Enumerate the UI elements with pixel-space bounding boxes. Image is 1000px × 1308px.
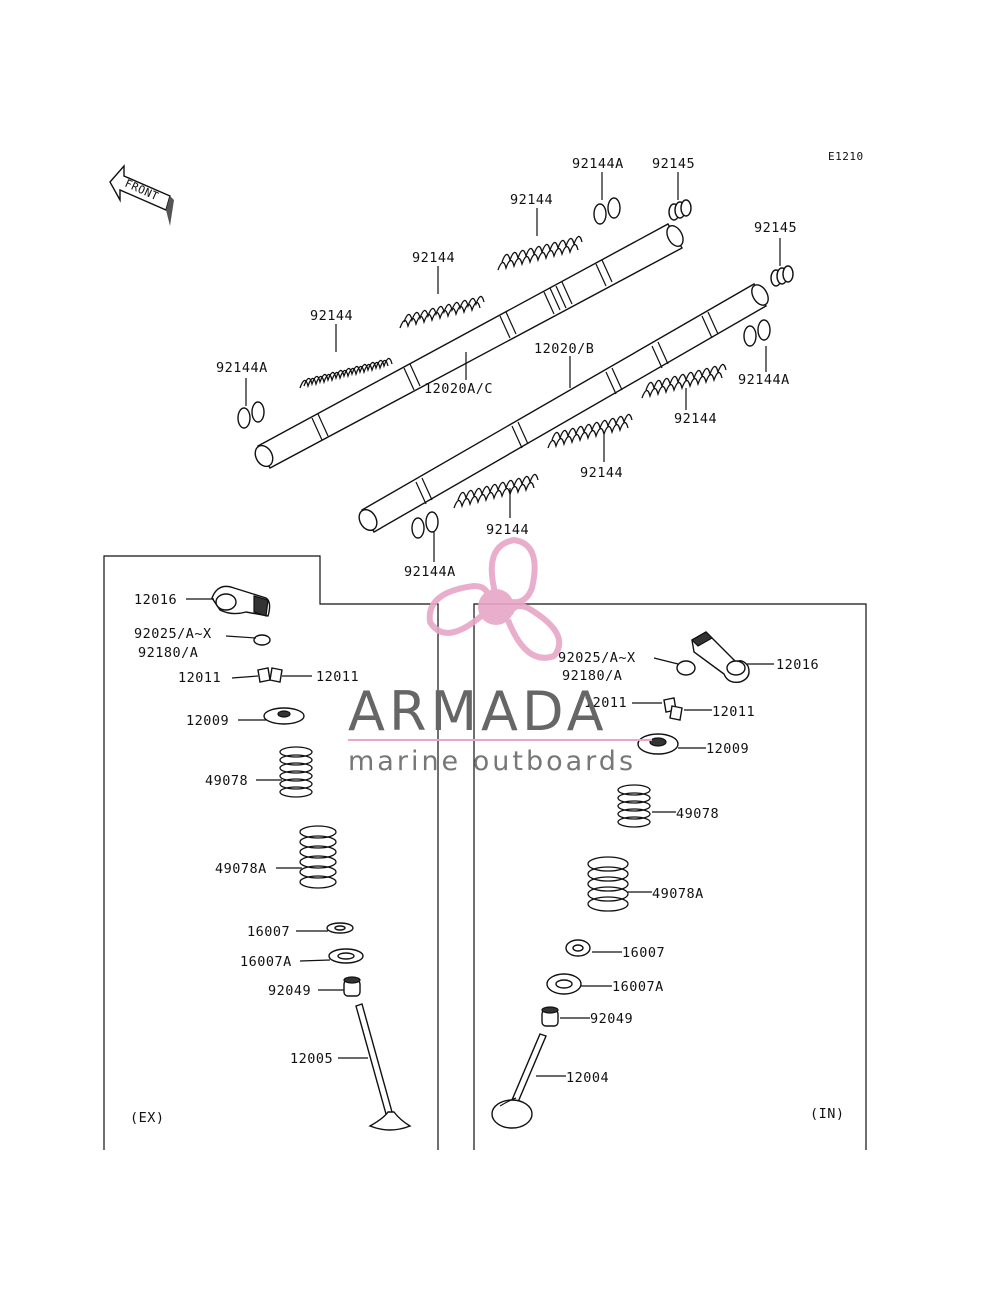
label-12020ac: 12020A/C: [424, 381, 493, 397]
spring-lower-2: [547, 413, 633, 449]
ex-side-label: (EX): [130, 1110, 165, 1126]
ex-label-valve: 12005: [290, 1051, 333, 1067]
in-label-rocker: 12016: [776, 657, 819, 673]
in-label-seat-alt: 16007A: [612, 979, 664, 995]
spring-upper-1: [299, 357, 393, 389]
label-92144-c: 92144: [310, 308, 353, 324]
in-valve-icon: [491, 1033, 547, 1129]
label-92144-b: 92144: [412, 250, 455, 266]
in-label-stem-seal: 92049: [590, 1011, 633, 1027]
label-92144-d: 92144: [674, 411, 717, 427]
ex-label-seat-alt: 16007A: [240, 954, 292, 970]
in-label-outer-spring: 49078A: [652, 886, 704, 902]
camshaft-leaders: [245, 172, 781, 562]
in-seat-icon: [565, 939, 591, 957]
ex-label-collet-right: 12011: [316, 669, 359, 685]
label-92144a-top: 92144A: [572, 156, 624, 172]
intake-parts: [491, 631, 750, 1129]
camshaft-a: [254, 223, 684, 469]
ex-label-collet-left: 12011: [178, 670, 221, 686]
spring-lower-1: [453, 473, 539, 509]
spring-upper-3: [497, 235, 583, 271]
ex-label-inner-spring: 49078: [205, 773, 248, 789]
caps: [668, 199, 794, 287]
ex-outer-spring-icon: [299, 825, 337, 889]
label-92144a-right: 92144A: [738, 372, 790, 388]
armada-watermark: ARMADA marine outboards: [348, 536, 652, 777]
in-label-shim: 92025/A~X: [558, 650, 636, 666]
in-label-retainer: 12009: [706, 741, 749, 757]
panel-frames: [103, 555, 867, 1150]
exhaust-leaders: [186, 598, 368, 1059]
exhaust-parts: [211, 585, 412, 1131]
watermark-tagline: marine outboards: [348, 746, 636, 777]
ex-label-shim-alt: 92180/A: [138, 645, 198, 661]
ex-seat-icon: [326, 922, 354, 934]
label-92144-a: 92144: [510, 192, 553, 208]
front-arrow-icon: FRONT: [109, 164, 174, 226]
in-stem-seal-icon: [541, 1006, 559, 1027]
in-label-seat: 16007: [622, 945, 665, 961]
ex-stem-seal-icon: [343, 976, 361, 997]
in-collet-icon: [663, 697, 683, 721]
in-label-shim-alt: 92180/A: [562, 668, 622, 684]
in-shim-icon: [676, 660, 696, 676]
label-92144-e: 92144: [580, 465, 623, 481]
in-label-inner-spring: 49078: [676, 806, 719, 822]
spring-end-rings: [237, 197, 771, 539]
ex-inner-spring-icon: [279, 746, 313, 798]
label-92145-top: 92145: [652, 156, 695, 172]
in-seat-alt-icon: [546, 973, 582, 995]
in-inner-spring-icon: [617, 784, 651, 828]
ex-label-rocker: 12016: [134, 592, 177, 608]
ex-label-shim: 92025/A~X: [134, 626, 212, 642]
in-label-collet-left: 12011: [584, 695, 627, 711]
propeller-logo-icon: [426, 536, 563, 661]
in-side-label: (IN): [810, 1106, 845, 1122]
ex-label-stem-seal: 92049: [268, 983, 311, 999]
ex-seat-alt-icon: [328, 948, 364, 964]
spring-lower-3: [641, 363, 727, 399]
diagram-code: E1210: [828, 150, 864, 163]
label-92145-right: 92145: [754, 220, 797, 236]
ex-rocker-arm-icon: [211, 585, 271, 617]
ex-collet-icon: [257, 667, 283, 683]
label-92144a-left: 92144A: [216, 360, 268, 376]
spring-upper-2: [399, 295, 485, 329]
watermark-brand: ARMADA: [348, 680, 608, 743]
ex-label-outer-spring: 49078A: [215, 861, 267, 877]
label-12020b: 12020/B: [534, 341, 594, 357]
ex-label-retainer: 12009: [186, 713, 229, 729]
intake-leaders: [536, 657, 774, 1077]
in-label-valve: 12004: [566, 1070, 609, 1086]
in-label-collet-right: 12011: [712, 704, 755, 720]
ex-label-seat: 16007: [247, 924, 290, 940]
ex-valve-icon: [355, 1003, 412, 1131]
in-retainer-icon: [637, 733, 679, 755]
in-rocker-arm-icon: [691, 631, 750, 684]
camshaft-b: [358, 283, 769, 533]
ex-retainer-icon: [263, 707, 305, 725]
in-outer-spring-icon: [587, 856, 629, 912]
label-92144a-bottom: 92144A: [404, 564, 456, 580]
ex-shim-icon: [253, 634, 271, 646]
label-92144-f: 92144: [486, 522, 529, 538]
